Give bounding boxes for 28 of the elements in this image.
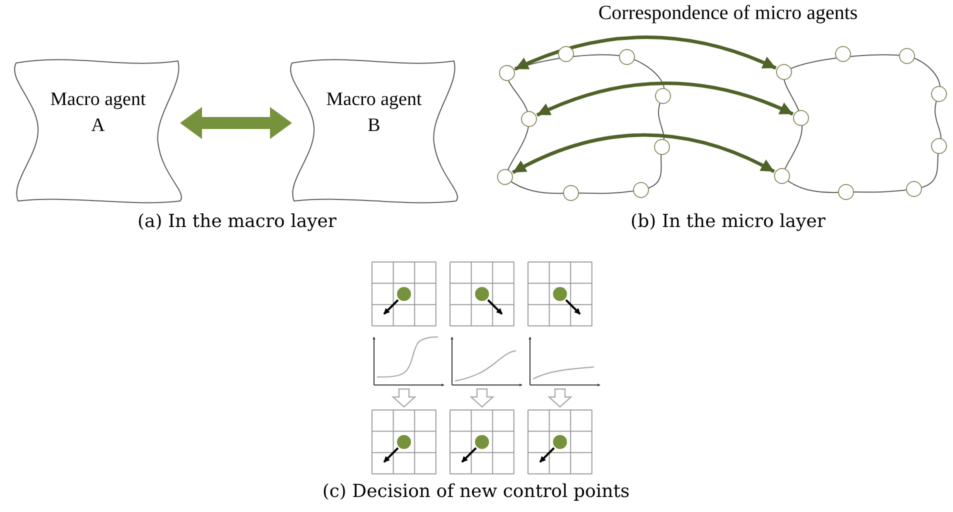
caption: (a) In the macro layer bbox=[137, 211, 337, 232]
micro-agent-circle bbox=[619, 49, 635, 65]
micro-agent-circle bbox=[521, 111, 537, 127]
agent-label: Macro agent A bbox=[49, 88, 147, 138]
micro-agent-circle bbox=[497, 169, 513, 185]
micro-agent-circle bbox=[793, 110, 809, 126]
micro-agent-circle bbox=[776, 64, 792, 80]
micro-agent-circle bbox=[563, 185, 579, 201]
micro-agent-circle bbox=[899, 48, 915, 64]
double-arrow bbox=[180, 107, 292, 139]
micro-agent-circle bbox=[906, 181, 922, 197]
micro-agent-circle bbox=[931, 86, 947, 102]
micro-agent-circle bbox=[655, 88, 671, 104]
caption: (c) Decision of new control points bbox=[322, 481, 630, 502]
micro-agent-circle bbox=[558, 46, 574, 62]
double-arrow bbox=[514, 36, 777, 71]
annotation-text: Correspondence of micro agents bbox=[598, 2, 858, 25]
micro-agent-circle bbox=[931, 138, 947, 154]
agent-label: Macro agent B bbox=[325, 88, 423, 138]
micro-agent-circle bbox=[774, 168, 790, 184]
micro-agent-circle bbox=[654, 139, 670, 155]
micro-agent-circle bbox=[499, 65, 515, 81]
caption: (b) In the micro layer bbox=[630, 211, 826, 232]
double-arrow bbox=[512, 133, 775, 174]
micro-agent-circle bbox=[835, 46, 851, 62]
double-arrow bbox=[536, 82, 794, 117]
micro-agent-circle bbox=[838, 184, 854, 200]
micro-agent-circle bbox=[633, 182, 649, 198]
